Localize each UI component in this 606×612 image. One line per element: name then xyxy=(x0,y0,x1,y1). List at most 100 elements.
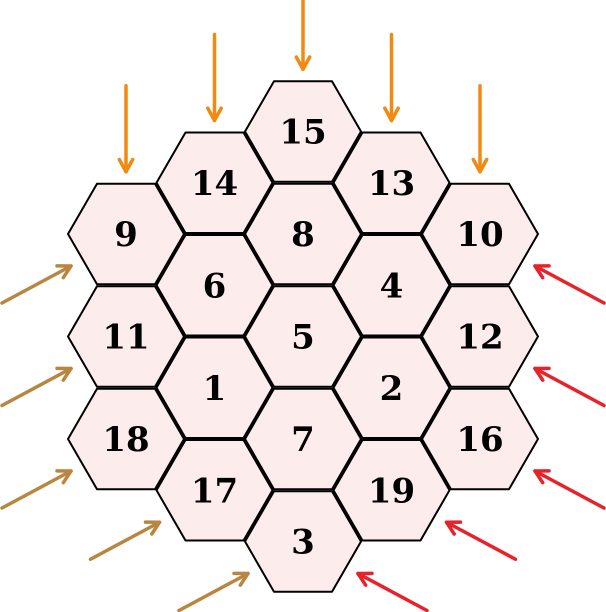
arrow-head xyxy=(55,469,73,485)
hex-cell-number: 15 xyxy=(279,113,326,153)
hex-cell[interactable]: 9 xyxy=(67,182,185,286)
clue-arrow-right xyxy=(444,520,518,561)
hex-cell-number: 2 xyxy=(380,369,404,409)
hex-cell-number: 9 xyxy=(114,215,138,255)
clue-arrow-right xyxy=(533,264,606,305)
hex-cell-shape xyxy=(244,387,362,491)
clue-arrow-top xyxy=(471,84,489,174)
hex-cell-number: 4 xyxy=(380,266,404,306)
hex-cell-number: 11 xyxy=(102,318,149,358)
hex-cell[interactable]: 4 xyxy=(332,234,451,337)
arrow-head xyxy=(143,520,162,536)
clue-arrow-top xyxy=(294,0,312,72)
hex-cell[interactable]: 2 xyxy=(332,336,451,439)
hex-cell[interactable]: 17 xyxy=(155,439,274,542)
hex-cell[interactable]: 16 xyxy=(421,387,539,491)
arrow-head xyxy=(471,157,489,174)
hex-cell[interactable]: 19 xyxy=(332,439,451,542)
arrow-head xyxy=(444,520,463,536)
arrow-head xyxy=(117,157,135,174)
hex-cell-number: 12 xyxy=(456,318,503,358)
hex-cell-shape xyxy=(421,285,539,388)
hex-cell-shape xyxy=(155,336,274,439)
hex-cell-number: 16 xyxy=(456,420,503,460)
arrow-head xyxy=(533,264,551,280)
hex-cell[interactable]: 11 xyxy=(67,285,185,388)
arrow-head xyxy=(356,571,374,587)
hex-cell-number: 6 xyxy=(203,266,227,306)
hex-cell[interactable]: 5 xyxy=(244,285,362,388)
arrow-head xyxy=(55,264,73,280)
hex-cell-number: 5 xyxy=(291,318,315,358)
clue-arrow-left xyxy=(88,520,162,561)
hex-cell[interactable]: 1 xyxy=(155,336,274,439)
clue-arrow-left xyxy=(177,571,250,612)
arrow-shaft xyxy=(88,520,162,561)
arrow-head xyxy=(206,106,223,123)
arrow-head xyxy=(55,366,73,382)
hex-cell-shape xyxy=(155,131,274,234)
arrow-shaft xyxy=(444,520,518,561)
hex-cell-number: 7 xyxy=(291,420,315,460)
hex-cell[interactable]: 12 xyxy=(421,285,539,388)
hex-cell-shape xyxy=(244,80,362,183)
hex-cell-shape xyxy=(67,387,185,491)
clue-arrow-right xyxy=(533,366,606,408)
clue-arrow-top xyxy=(383,32,400,123)
hex-cell-shape xyxy=(244,285,362,388)
hex-cell-number: 18 xyxy=(102,420,149,460)
hex-cell[interactable]: 7 xyxy=(244,387,362,491)
arrow-shaft xyxy=(0,469,73,510)
hex-cell-shape xyxy=(332,131,451,234)
arrow-shaft xyxy=(177,571,250,612)
hex-cell[interactable]: 18 xyxy=(67,387,185,491)
hex-cell-shape xyxy=(67,182,185,286)
hex-cell[interactable]: 6 xyxy=(155,234,274,337)
clue-arrow-right xyxy=(533,469,606,510)
hex-cell-shape xyxy=(67,285,185,388)
hex-cell-shape xyxy=(332,234,451,337)
hex-cell-number: 17 xyxy=(191,471,238,511)
arrow-shaft xyxy=(0,366,73,408)
hex-cell-shape xyxy=(421,182,539,286)
arrow-shaft xyxy=(0,264,73,305)
arrow-shaft xyxy=(533,469,606,510)
hex-cell-number: 8 xyxy=(291,215,315,255)
arrow-head xyxy=(383,106,400,123)
hex-cell-number: 14 xyxy=(191,164,238,204)
hex-cell[interactable]: 10 xyxy=(421,182,539,286)
hex-cell-number: 13 xyxy=(368,164,415,204)
arrow-head xyxy=(232,571,250,587)
hex-cell-number: 3 xyxy=(291,523,315,563)
hex-cell-shape xyxy=(332,336,451,439)
hex-cell-shape xyxy=(332,439,451,542)
clue-arrow-left xyxy=(0,264,73,305)
arrow-shaft xyxy=(356,571,429,612)
clue-arrow-top xyxy=(206,32,223,123)
arrow-head xyxy=(533,366,551,382)
hex-cell[interactable]: 13 xyxy=(332,131,451,234)
hex-cell-number: 19 xyxy=(368,471,415,511)
clue-arrow-top xyxy=(117,84,135,174)
hex-cell[interactable]: 14 xyxy=(155,131,274,234)
hex-cell-number: 1 xyxy=(203,369,227,409)
hex-cell-shape xyxy=(244,490,362,593)
clue-arrow-left xyxy=(0,469,73,510)
hex-cell[interactable]: 15 xyxy=(244,80,362,183)
hex-cell-shape xyxy=(155,439,274,542)
hex-cell-number: 10 xyxy=(456,215,503,255)
hex-cell-shape xyxy=(244,182,362,286)
clue-arrow-right xyxy=(356,571,429,612)
arrow-shaft xyxy=(533,366,606,408)
hex-cell-shape xyxy=(421,387,539,491)
clue-arrow-left xyxy=(0,366,73,408)
arrow-head xyxy=(294,55,312,72)
hex-cell-shape xyxy=(155,234,274,337)
arrow-shaft xyxy=(533,264,606,305)
hex-cell[interactable]: 3 xyxy=(244,490,362,593)
arrow-head xyxy=(533,469,551,485)
hex-cell[interactable]: 8 xyxy=(244,182,362,286)
